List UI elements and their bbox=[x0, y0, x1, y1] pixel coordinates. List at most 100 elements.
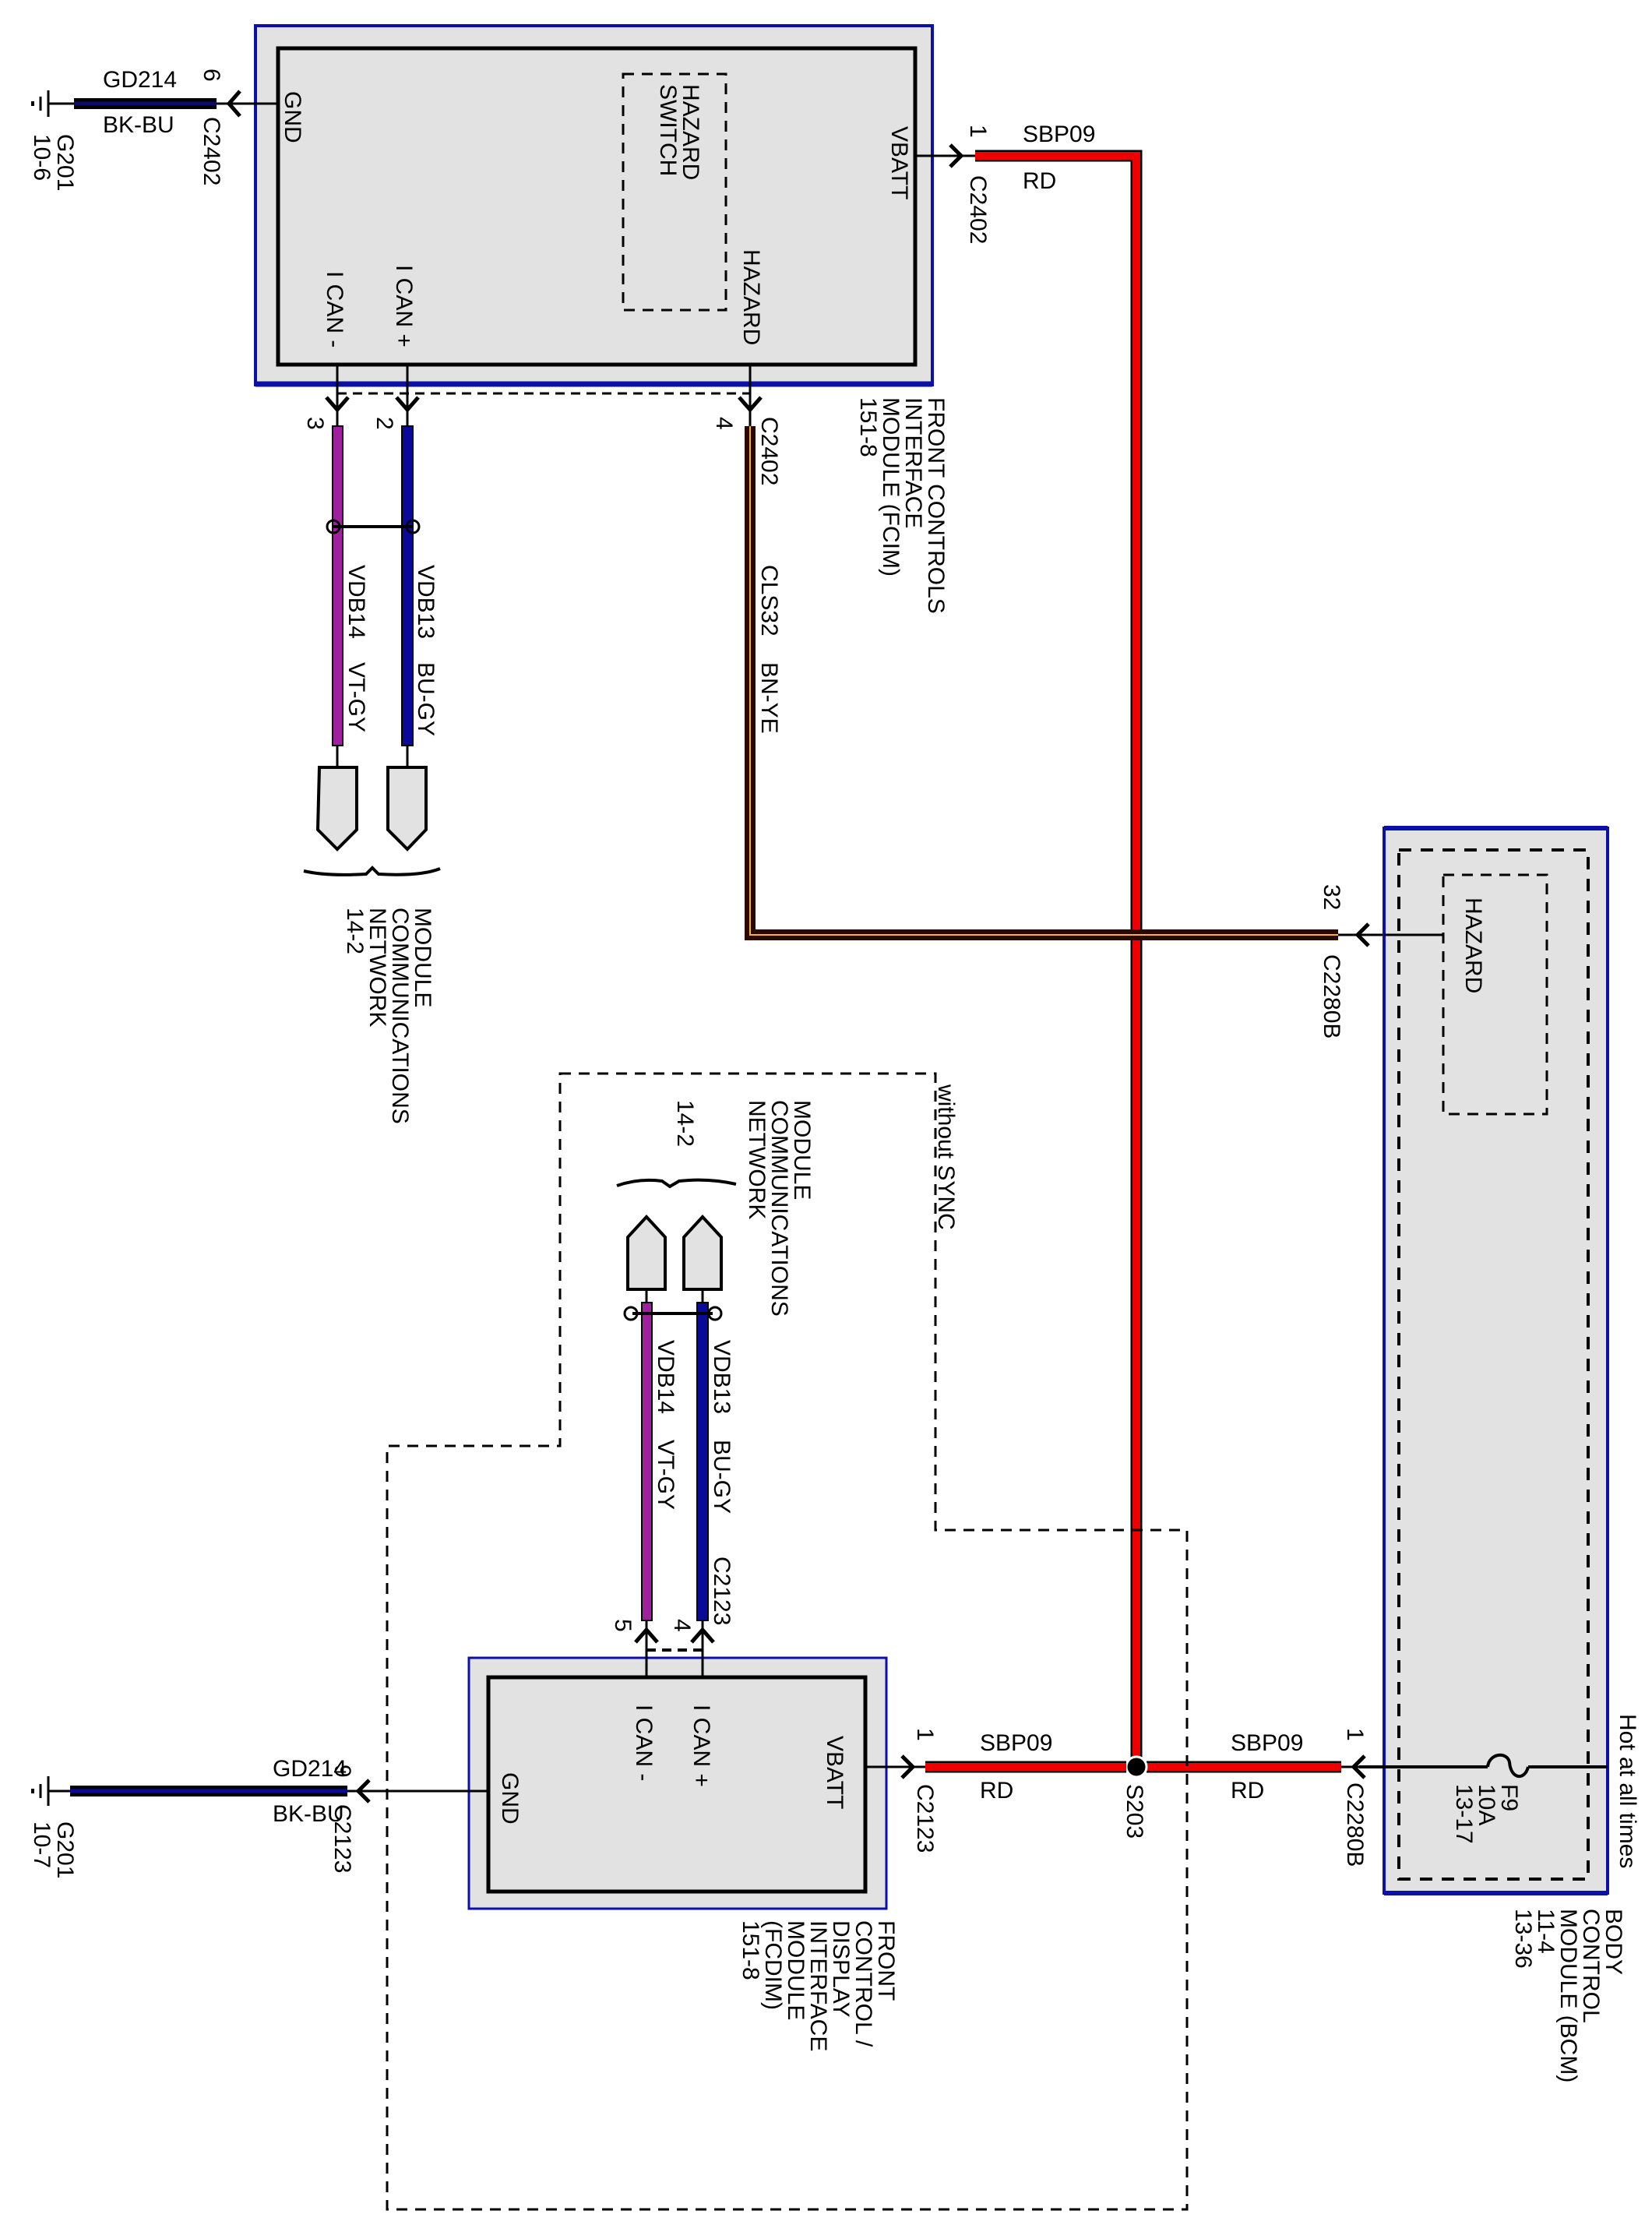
wire-sbp09 bbox=[975, 152, 1140, 1762]
fcdim-pin-ican-plus: I CAN + bbox=[689, 1705, 714, 1787]
wire-cls32-outline bbox=[745, 426, 1338, 940]
svg-text:11-4: 11-4 bbox=[1533, 1909, 1559, 1954]
fcdim-network-label[interactable]: MODULE COMMUNICATIONS NETWORK 14-2 bbox=[672, 1100, 815, 1317]
fcdim-can-plus-circuit: VDB13 bbox=[709, 1340, 734, 1414]
hazard-color: BN-YE bbox=[756, 662, 782, 734]
bcm-hazard-pin: 32 bbox=[1319, 884, 1344, 910]
bcm-module[interactable]: HAZARD F9 10A 13-17 bbox=[1359, 826, 1609, 1895]
fcim-module[interactable]: HAZARD SWITCH GND VBATT HAZARD I CAN + I… bbox=[254, 24, 934, 387]
connector-arrow-icon bbox=[738, 396, 763, 413]
twisted-pair-icon bbox=[623, 1306, 723, 1321]
bcm-power-color: RD bbox=[1231, 1778, 1264, 1804]
splice-label: S203 bbox=[1122, 1784, 1147, 1839]
network-connector-icon bbox=[386, 766, 428, 852]
fcim-can-plus-circuit: VDB13 bbox=[413, 565, 439, 639]
fcim-name-label: FRONT CONTROLS INTERFACE MODULE (FCIM) 1… bbox=[855, 397, 949, 614]
fcdim-vbatt-connector: C2123 bbox=[912, 1784, 938, 1853]
fcdim-module[interactable]: GND VBATT I CAN + I CAN - bbox=[467, 1656, 888, 1910]
wire-vdb13 bbox=[401, 425, 414, 746]
fcdim-pin-vbatt: VBATT bbox=[822, 1736, 847, 1809]
svg-text:MODULE (FCIM): MODULE (FCIM) bbox=[878, 397, 903, 576]
wire-vdb14 bbox=[332, 425, 343, 746]
fcim-can-bus[interactable]: 3 2 VDB14 VT-GY VDB13 BU-GY bbox=[302, 365, 750, 876]
svg-text:151-8: 151-8 bbox=[855, 397, 881, 457]
fuse-icon bbox=[1486, 1754, 1530, 1778]
svg-text:14-2: 14-2 bbox=[672, 1100, 698, 1147]
network-connector-icon bbox=[626, 1215, 667, 1291]
fcim-ground-id: G201 bbox=[52, 134, 78, 191]
fcim-pin-gnd: GND bbox=[280, 91, 305, 143]
svg-text:MODULE: MODULE bbox=[789, 1100, 815, 1200]
splice-dot-icon bbox=[1125, 1755, 1148, 1779]
connector-arrow-icon bbox=[325, 396, 350, 413]
svg-text:MODULE (BCM): MODULE (BCM) bbox=[1555, 1909, 1581, 2082]
svg-text:INTERFACE: INTERFACE bbox=[900, 397, 926, 528]
svg-text:151-8: 151-8 bbox=[738, 1920, 763, 1980]
fcdim-inner-box bbox=[486, 1675, 868, 1894]
fcim-ground-circuit[interactable]: GD214 BK-BU 6 C2402 G201 10-6 bbox=[29, 67, 278, 191]
svg-text:13-36: 13-36 bbox=[1510, 1909, 1536, 1969]
fcdim-vbatt-circuit[interactable]: SBP09 RD 1 C2123 bbox=[865, 1728, 1126, 1853]
svg-text:COMMUNICATIONS: COMMUNICATIONS bbox=[766, 1100, 792, 1317]
fcdim-vbatt-circuit-label: SBP09 bbox=[980, 1730, 1052, 1756]
wire-cls32-stripe bbox=[749, 426, 1338, 936]
fcim-can-minus-pin: 3 bbox=[302, 417, 328, 430]
ground-icon bbox=[31, 90, 50, 117]
fcim-pin-ican-minus: I CAN - bbox=[322, 271, 347, 347]
bcm-name-label: BODY CONTROL MODULE (BCM) 11-4 13-36 bbox=[1510, 1909, 1626, 2082]
connector-arrow-icon bbox=[226, 90, 241, 118]
wire-sbp09-outline bbox=[975, 150, 1143, 1762]
splice-s203[interactable]: S203 bbox=[1122, 1755, 1148, 1839]
svg-text:FRONT CONTROLS: FRONT CONTROLS bbox=[923, 397, 949, 614]
svg-text:NETWORK: NETWORK bbox=[365, 908, 390, 1027]
twisted-pair-icon bbox=[326, 519, 421, 534]
fcdim-can-plus-connector: C2123 bbox=[709, 1557, 734, 1625]
fcim-vbatt-circuit-label: SBP09 bbox=[1023, 122, 1095, 147]
connector-arrow-icon bbox=[395, 396, 420, 413]
fcim-pin-ican-plus: I CAN + bbox=[391, 265, 417, 347]
svg-text:CONTROL: CONTROL bbox=[1578, 1909, 1604, 2023]
bcm-inner-dashed bbox=[1397, 848, 1590, 1881]
svg-text:CONTROL /: CONTROL / bbox=[851, 1920, 876, 2047]
svg-text:FRONT: FRONT bbox=[873, 1920, 899, 2001]
fcim-vbatt-circuit[interactable]: SBP09 RD 1 C2402 bbox=[915, 122, 1143, 1762]
connector-arrow-icon bbox=[1354, 922, 1370, 947]
hazard-pin: 4 bbox=[711, 417, 737, 430]
fcim-vbatt-connector: C2402 bbox=[965, 175, 991, 244]
connector-arrow-icon bbox=[355, 1779, 371, 1804]
fuse-rating: 10A bbox=[1474, 1784, 1499, 1825]
svg-text:DISPLAY: DISPLAY bbox=[828, 1920, 854, 2018]
svg-text:INTERFACE: INTERFACE bbox=[805, 1920, 831, 2051]
brace-icon bbox=[303, 866, 441, 876]
fcdim-pin-ican-minus: I CAN - bbox=[631, 1705, 657, 1781]
fcdim-gnd-connector: C2123 bbox=[329, 1804, 355, 1873]
fcdim-gnd-color: BK-BU bbox=[273, 1801, 344, 1827]
bcm-power-circuit[interactable]: SBP09 RD 1 C2280B bbox=[1147, 1728, 1368, 1867]
bcm-hazard-label: HAZARD bbox=[1460, 897, 1486, 993]
fcim-vbatt-pin: 1 bbox=[965, 125, 991, 138]
fcim-network-label[interactable]: MODULE COMMUNICATIONS NETWORK 14-2 bbox=[342, 908, 435, 1124]
svg-text:(FCDIM): (FCDIM) bbox=[760, 1920, 786, 2010]
fcdim-ground-circuit[interactable]: GD214 BK-BU 9 C2123 G201 10-7 bbox=[29, 1756, 488, 1878]
hazard-circuit[interactable]: 4 C2402 CLS32 BN-YE 32 C2280B bbox=[711, 365, 1437, 1038]
ground-icon bbox=[31, 1776, 50, 1806]
svg-text:MODULE: MODULE bbox=[410, 908, 435, 1007]
connector-arrow-icon bbox=[949, 143, 964, 168]
fcim-can-plus-pin: 2 bbox=[372, 417, 397, 430]
fcdim-can-plus-color: BU-GY bbox=[709, 1440, 734, 1514]
fcim-vbatt-color: RD bbox=[1023, 168, 1056, 194]
svg-text:NETWORK: NETWORK bbox=[744, 1100, 770, 1219]
hazard-switch-label-2: SWITCH bbox=[655, 84, 681, 176]
fcim-pin-hazard: HAZARD bbox=[738, 249, 764, 345]
fcdim-pin-gnd: GND bbox=[497, 1772, 523, 1825]
network-connector-icon bbox=[682, 1215, 723, 1291]
fcim-gnd-color: BK-BU bbox=[103, 112, 174, 138]
fcdim-name-label: FRONT CONTROL / DISPLAY INTERFACE MODULE… bbox=[738, 1920, 899, 2051]
fcdim-can-bus[interactable]: 5 4 VDB14 VT-GY VDB13 BU-GY C2123 bbox=[610, 1178, 737, 1677]
fcim-gnd-connector: C2402 bbox=[199, 117, 224, 185]
network-connector-icon bbox=[315, 766, 358, 852]
fcdim-vbatt-pin: 1 bbox=[912, 1728, 938, 1741]
svg-text:14-2: 14-2 bbox=[342, 908, 368, 954]
fcdim-ground-id: G201 bbox=[52, 1821, 78, 1878]
